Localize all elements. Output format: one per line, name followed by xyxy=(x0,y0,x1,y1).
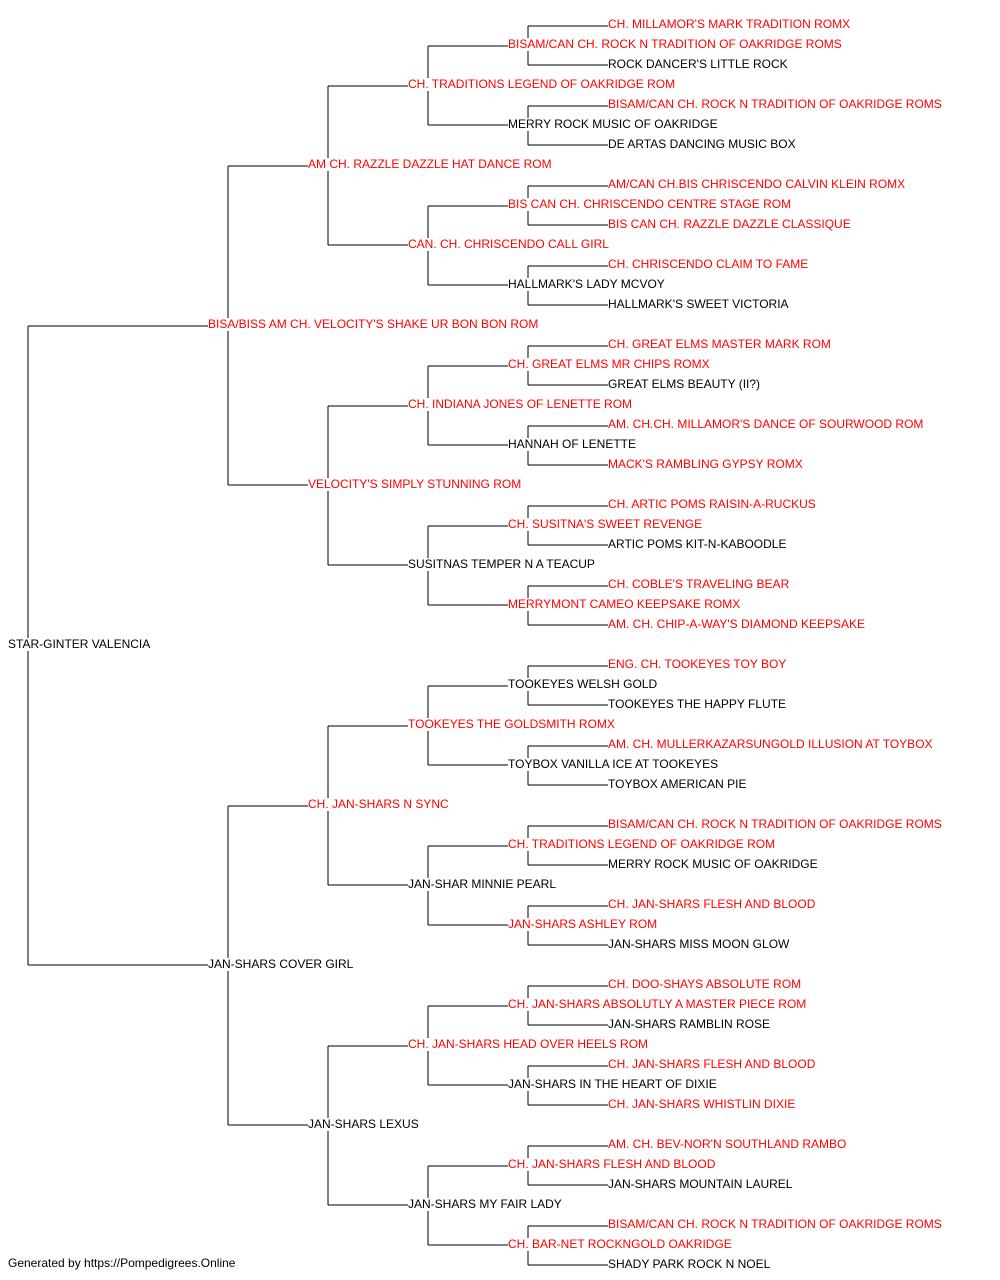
dam-name-gen5: BIS CAN CH. RAZZLE DAZZLE CLASSIQUE xyxy=(608,217,851,231)
dam-name-gen5: MACK'S RAMBLING GYPSY ROMX xyxy=(608,457,803,471)
dam-name-gen3: JAN-SHARS MY FAIR LADY xyxy=(408,1197,562,1211)
dam-name-gen1: JAN-SHARS COVER GIRL xyxy=(208,957,354,971)
sire-name-gen5: AM/CAN CH.BIS CHRISCENDO CALVIN KLEIN RO… xyxy=(608,177,905,191)
sire-name-gen4: CH. TRADITIONS LEGEND OF OAKRIDGE ROM xyxy=(508,837,775,851)
sire-name-gen5: CH. COBLE'S TRAVELING BEAR xyxy=(608,577,790,591)
sire-name-gen5: CH. DOO-SHAYS ABSOLUTE ROM xyxy=(608,977,801,991)
sire-name-gen5: CH. MILLAMOR'S MARK TRADITION ROMX xyxy=(608,17,850,31)
sire-name-gen5: AM. CH.CH. MILLAMOR'S DANCE OF SOURWOOD … xyxy=(608,417,923,431)
dam-name-gen2: VELOCITY'S SIMPLY STUNNING ROM xyxy=(308,477,521,491)
dam-name-gen5: DE ARTAS DANCING MUSIC BOX xyxy=(608,137,796,151)
sire-name-gen4: BISAM/CAN CH. ROCK N TRADITION OF OAKRID… xyxy=(508,37,842,51)
dam-name-gen4: MERRY ROCK MUSIC OF OAKRIDGE xyxy=(508,117,718,131)
dam-name-gen3: SUSITNAS TEMPER N A TEACUP xyxy=(408,557,595,571)
dam-name-gen3: JAN-SHAR MINNIE PEARL xyxy=(408,877,556,891)
generated-by-footer: Generated by https://Pompedigrees.Online xyxy=(8,1256,236,1270)
pedigree-name-labels: CH. MILLAMOR'S MARK TRADITION ROMX ROCK D… xyxy=(8,17,942,1271)
dam-name-gen3: CAN. CH. CHRISCENDO CALL GIRL xyxy=(408,237,609,251)
sire-name-gen5: AM. CH. MULLERKAZARSUNGOLD ILLUSION AT T… xyxy=(608,737,933,751)
dam-name-gen5: JAN-SHARS RAMBLIN ROSE xyxy=(608,1017,770,1031)
sire-name-gen3: CH. JAN-SHARS HEAD OVER HEELS ROM xyxy=(408,1037,648,1051)
sire-name-gen3: CH. TRADITIONS LEGEND OF OAKRIDGE ROM xyxy=(408,77,675,91)
sire-name-gen5: CH. JAN-SHARS FLESH AND BLOOD xyxy=(608,897,816,911)
dam-name-gen4: JAN-SHARS IN THE HEART OF DIXIE xyxy=(508,1077,717,1091)
dam-name-gen5: ARTIC POMS KIT-N-KABOODLE xyxy=(608,537,786,551)
sire-name-gen2: CH. JAN-SHARS N SYNC xyxy=(308,797,449,811)
sire-name-gen4: CH. SUSITNA'S SWEET REVENGE xyxy=(508,517,702,531)
sire-name-gen5: CH. GREAT ELMS MASTER MARK ROM xyxy=(608,337,831,351)
sire-name-gen5: BISAM/CAN CH. ROCK N TRADITION OF OAKRID… xyxy=(608,1217,942,1231)
dam-name-gen5: GREAT ELMS BEAUTY (II?) xyxy=(608,377,760,391)
sire-name-gen4: TOOKEYES WELSH GOLD xyxy=(508,677,657,691)
subject-name: STAR-GINTER VALENCIA xyxy=(8,637,150,651)
sire-name-gen5: CH. ARTIC POMS RAISIN-A-RUCKUS xyxy=(608,497,816,511)
dam-name-gen5: SHADY PARK ROCK N NOEL xyxy=(608,1257,771,1271)
dam-name-gen5: JAN-SHARS MISS MOON GLOW xyxy=(608,937,790,951)
sire-name-gen1: BISA/BISS AM CH. VELOCITY'S SHAKE UR BON… xyxy=(208,317,538,331)
dam-name-gen5: MERRY ROCK MUSIC OF OAKRIDGE xyxy=(608,857,818,871)
sire-name-gen5: CH. CHRISCENDO CLAIM TO FAME xyxy=(608,257,808,271)
dam-name-gen4: CH. BAR-NET ROCKNGOLD OAKRIDGE xyxy=(508,1237,732,1251)
dam-name-gen4: MERRYMONT CAMEO KEEPSAKE ROMX xyxy=(508,597,740,611)
dam-name-gen5: CH. JAN-SHARS WHISTLIN DIXIE xyxy=(608,1097,795,1111)
dam-name-gen5: ROCK DANCER'S LITTLE ROCK xyxy=(608,57,788,71)
sire-name-gen4: BIS CAN CH. CHRISCENDO CENTRE STAGE ROM xyxy=(508,197,791,211)
sire-name-gen5: BISAM/CAN CH. ROCK N TRADITION OF OAKRID… xyxy=(608,97,942,111)
sire-name-gen5: CH. JAN-SHARS FLESH AND BLOOD xyxy=(608,1057,816,1071)
sire-name-gen2: AM CH. RAZZLE DAZZLE HAT DANCE ROM xyxy=(308,157,552,171)
dam-name-gen4: TOYBOX VANILLA ICE AT TOOKEYES xyxy=(508,757,718,771)
dam-name-gen5: HALLMARK'S SWEET VICTORIA xyxy=(608,297,789,311)
pedigree-connector-lines xyxy=(27,25,608,1266)
dam-name-gen4: HANNAH OF LENETTE xyxy=(508,437,636,451)
sire-name-gen3: TOOKEYES THE GOLDSMITH ROMX xyxy=(408,717,615,731)
dam-name-gen5: AM. CH. CHIP-A-WAY'S DIAMOND KEEPSAKE xyxy=(608,617,865,631)
sire-name-gen4: CH. GREAT ELMS MR CHIPS ROMX xyxy=(508,357,710,371)
dam-name-gen2: JAN-SHARS LEXUS xyxy=(308,1117,419,1131)
sire-name-gen3: CH. INDIANA JONES OF LENETTE ROM xyxy=(408,397,632,411)
sire-name-gen5: AM. CH. BEV-NOR'N SOUTHLAND RAMBO xyxy=(608,1137,846,1151)
dam-name-gen4: HALLMARK'S LADY MCVOY xyxy=(508,277,665,291)
dam-name-gen5: TOYBOX AMERICAN PIE xyxy=(608,777,746,791)
dam-name-gen5: TOOKEYES THE HAPPY FLUTE xyxy=(608,697,786,711)
dam-name-gen4: JAN-SHARS ASHLEY ROM xyxy=(508,917,657,931)
sire-name-gen5: ENG. CH. TOOKEYES TOY BOY xyxy=(608,657,786,671)
sire-name-gen4: CH. JAN-SHARS FLESH AND BLOOD xyxy=(508,1157,716,1171)
sire-name-gen4: CH. JAN-SHARS ABSOLUTLY A MASTER PIECE R… xyxy=(508,997,806,1011)
dam-name-gen5: JAN-SHARS MOUNTAIN LAUREL xyxy=(608,1177,793,1191)
sire-name-gen5: BISAM/CAN CH. ROCK N TRADITION OF OAKRID… xyxy=(608,817,942,831)
